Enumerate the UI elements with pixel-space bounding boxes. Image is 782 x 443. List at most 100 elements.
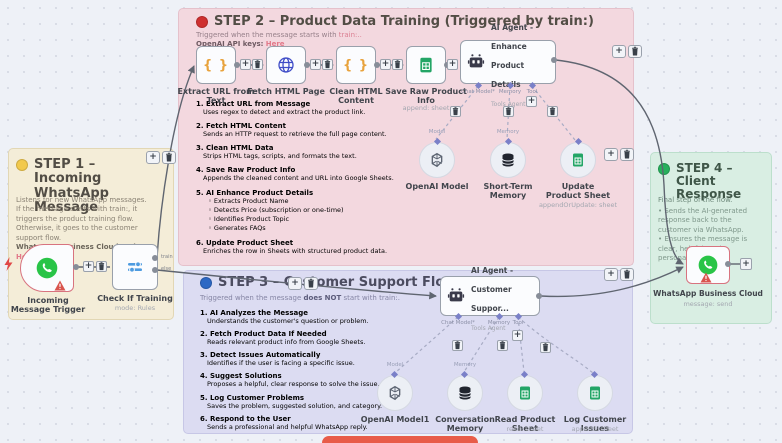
delete-button[interactable] (628, 45, 642, 58)
node-extract-url-from-text[interactable]: { } (196, 46, 236, 84)
node-label: Update Product Sheet (545, 182, 611, 201)
subnode-openai-model[interactable] (419, 142, 455, 178)
node-check-if-training[interactable] (112, 244, 158, 290)
delete-button[interactable] (620, 268, 634, 281)
notification-toast[interactable] (322, 436, 478, 443)
subnode-update-product-sheet[interactable] (560, 142, 596, 178)
subnode-log-customer-issues[interactable] (577, 375, 613, 411)
delete-connection-button[interactable] (503, 106, 514, 117)
code-braces-icon: { } (202, 57, 230, 73)
delete-connection-button[interactable] (96, 261, 107, 272)
sheets-icon (517, 385, 533, 401)
connection-type-label: Model (386, 362, 404, 368)
step4-dot-icon (658, 163, 670, 175)
subnode-short-term-memory[interactable] (490, 142, 526, 178)
port-label: Tool (512, 320, 524, 326)
sticky-add-button[interactable]: + (288, 277, 302, 290)
node-label: Log Customer Issues (563, 415, 627, 434)
add-node-button[interactable]: + (310, 59, 321, 70)
delete-connection-button[interactable] (452, 340, 463, 351)
node-label: Clean HTML Content (329, 87, 383, 106)
step1-node-label: WhatsApp Business Cloud node : (16, 243, 146, 252)
subnode-conversation-memory[interactable] (447, 375, 483, 411)
subnode-read-product-sheet[interactable] (507, 375, 543, 411)
node-subtitle: read: sheet (506, 425, 544, 433)
delete-connection-button[interactable] (392, 59, 403, 70)
sheets-icon (587, 385, 603, 401)
node-label: Fetch HTML Page (247, 87, 325, 96)
globe-icon (276, 55, 296, 75)
delete-connection-button[interactable] (497, 340, 508, 351)
sticky-note-step1[interactable] (8, 148, 174, 320)
connector-dot (551, 57, 557, 63)
step2-keys-line: OpenAI API keys: Here (196, 40, 285, 49)
delete-connection-button[interactable] (547, 106, 558, 117)
connection-type-label: Memory (453, 362, 477, 368)
connector-dot (152, 267, 158, 273)
node-save-raw-product-info[interactable] (406, 46, 446, 84)
add-tool-button[interactable]: + (512, 330, 523, 341)
step2-keys-link[interactable]: Here (265, 40, 285, 48)
delete-connection-button[interactable] (322, 59, 333, 70)
connector-dot (152, 255, 158, 261)
delete-connection-button[interactable] (540, 342, 551, 353)
sticky-add-button[interactable]: + (146, 151, 160, 164)
node-fetch-html-page[interactable] (266, 46, 306, 84)
connector-dot (536, 293, 542, 299)
openai-icon (428, 151, 446, 169)
delete-connection-button[interactable] (450, 106, 461, 117)
node-label: Conversation Memory (435, 415, 495, 434)
connection-type-label: Model (428, 129, 446, 135)
step2-header: STEP 2 – Product Data Training (Triggere… (196, 14, 626, 29)
delete-button[interactable] (620, 148, 634, 161)
sheets-icon (570, 152, 586, 168)
connector-dot (73, 264, 79, 270)
lightning-bolt-icon (4, 257, 13, 271)
node-label: AI Agent - Enhance Product Details (491, 22, 534, 89)
add-node-button[interactable]: + (83, 261, 94, 272)
add-tool-button[interactable]: + (526, 96, 537, 107)
connection-type-label: Memory (496, 129, 520, 135)
add-node-button[interactable]: + (240, 59, 251, 70)
port-label: Tool (526, 89, 538, 95)
add-button[interactable]: + (612, 45, 626, 58)
output-label: train (161, 254, 173, 260)
node-clean-html-content[interactable]: { } (336, 46, 376, 84)
add-button[interactable]: + (604, 148, 618, 161)
add-node-button[interactable]: + (380, 59, 391, 70)
sticky-delete-button[interactable] (304, 277, 318, 290)
node-incoming-message-trigger[interactable] (20, 244, 74, 292)
node-subtitle: mode: Rules (114, 304, 156, 312)
whatsapp-icon (698, 255, 718, 275)
add-button[interactable]: + (604, 268, 618, 281)
filter-sliders-icon (125, 257, 145, 277)
step2-subtitle: Triggered when the message starts with t… (196, 31, 362, 40)
node-label: OpenAI Model (405, 182, 469, 191)
connector-dot (725, 261, 731, 267)
step2-sub-pre: Triggered when the message starts with (196, 31, 339, 39)
code-braces-icon: { } (342, 57, 370, 73)
delete-connection-button[interactable] (252, 59, 263, 70)
add-node-button[interactable]: + (447, 59, 458, 70)
sheets-icon (417, 56, 435, 74)
node-label: Save Raw Product Info (385, 87, 467, 106)
node-label: WhatsApp Business Cloud (653, 289, 763, 298)
add-node-button[interactable]: + (740, 258, 752, 270)
subnode-openai-model1[interactable] (377, 375, 413, 411)
node-ai-agent-customer-support[interactable]: AI Agent - Customer Suppor...Tools Agent (440, 266, 540, 332)
step1-header: STEP 1 – Incoming WhatsApp Message (16, 157, 166, 215)
sticky-delete-button[interactable] (162, 151, 176, 164)
node-subtitle: appendOrUpdate: sheet (538, 201, 618, 209)
port-label: Chat Model* (441, 320, 475, 326)
node-subtitle: append: sheet (571, 425, 619, 433)
